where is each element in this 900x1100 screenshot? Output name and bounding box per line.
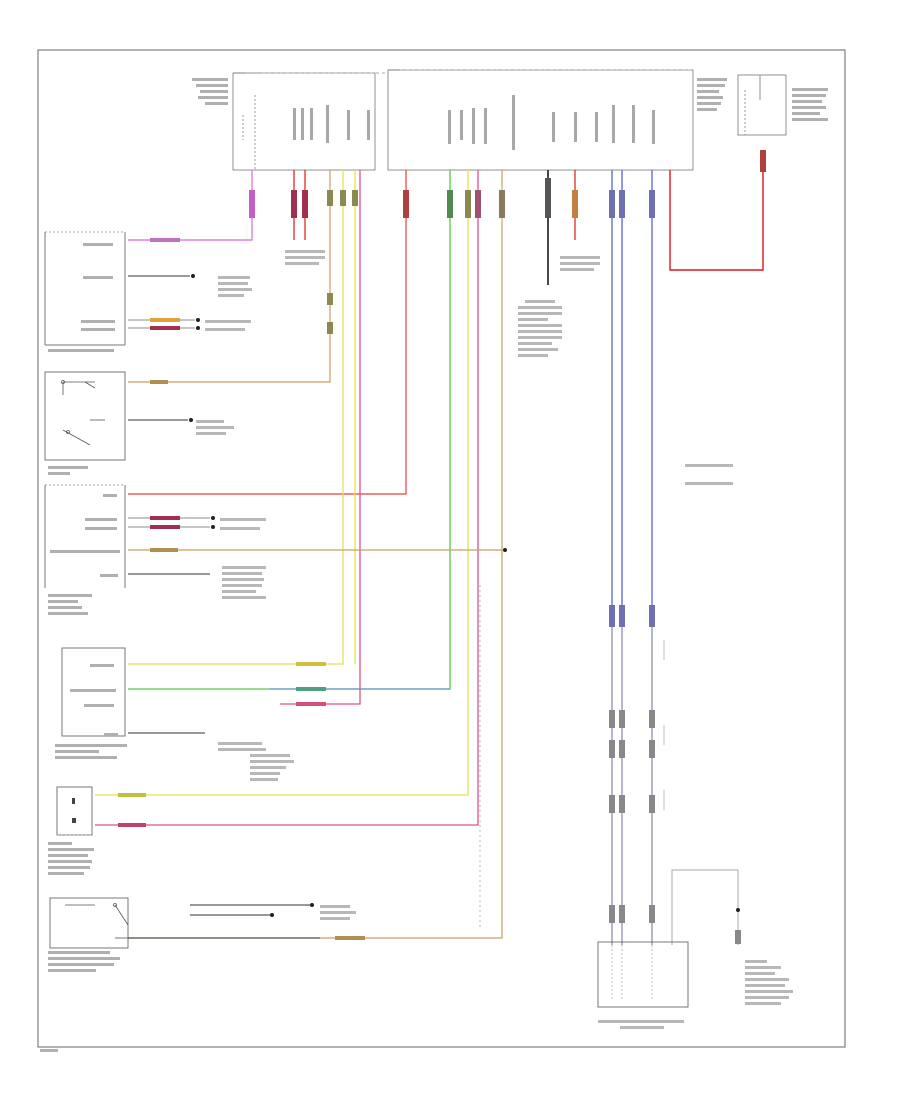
wire-tan-2 [128,170,503,939]
liftgate-control-module [597,941,689,1008]
wire-yellow [95,170,469,796]
relay-module-frame [44,484,126,588]
liftgate-module-frame [61,647,126,737]
top-label-marks [192,78,828,121]
connector-dots [189,274,740,917]
instrument-cluster-frame [44,231,126,346]
pin-label-marks [293,95,655,150]
wire-red-top [293,170,576,240]
wire-tan-1 [128,170,331,383]
wire-red-long [128,170,407,495]
auxiliary-switch-symbol [61,380,105,446]
wire-pink [128,170,253,241]
top-center-module [387,69,694,171]
ground-stubs [128,275,320,939]
connector-blocks-mid [327,293,741,944]
right-label-marks [196,250,793,1029]
fuse-panel-frame [56,786,93,836]
fuse-panel-symbol [72,798,76,823]
left-label-marks [40,243,127,1052]
wire-gray [611,620,739,945]
wire-color-tags [118,238,365,940]
wire-green [128,170,451,690]
wire-magenta [95,170,479,826]
wire-blue [611,170,653,945]
diagram-border [37,49,846,1048]
ajar-switch-symbol [65,903,129,939]
auxiliary-switch-frame [44,371,126,461]
wire-red-right [669,170,764,271]
connector-blocks-top [249,150,766,218]
top-right-module [737,74,787,136]
ajar-switch-frame [49,897,129,949]
connector-stubs [128,319,210,528]
